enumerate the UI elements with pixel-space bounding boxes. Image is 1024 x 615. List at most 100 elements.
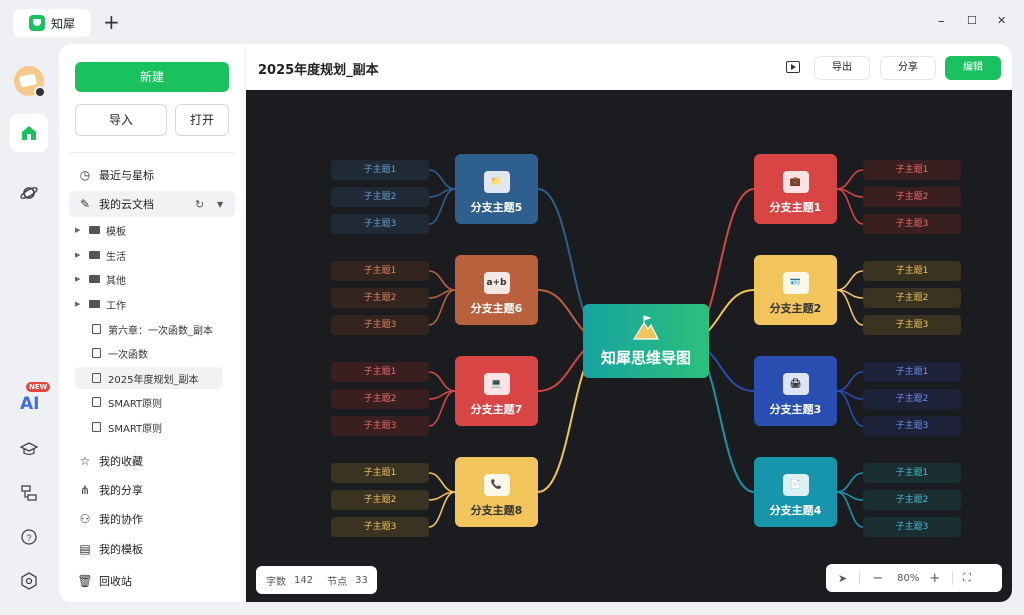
star-icon: ☆ xyxy=(79,454,91,468)
subtopic[interactable]: 子主题1 xyxy=(863,160,961,180)
nav-favorites-label: 我的收藏 xyxy=(99,455,143,468)
tree-doc[interactable]: SMART原则 xyxy=(75,416,225,438)
subtopic[interactable]: 子主题1 xyxy=(863,362,961,382)
branch-topic-1[interactable]: 💼分支主题1 xyxy=(754,154,837,224)
maximize-button[interactable]: ☐ xyxy=(967,14,977,27)
share-button[interactable]: 分享 xyxy=(880,56,936,80)
structure-button[interactable] xyxy=(10,474,48,512)
learn-button[interactable] xyxy=(10,430,48,468)
home-button[interactable] xyxy=(10,114,48,152)
tree-folder[interactable]: ▶生活 xyxy=(75,244,225,266)
subtopic[interactable]: 子主题2 xyxy=(331,389,429,409)
branch-topic-label: 分支主题5 xyxy=(470,201,523,214)
subtopic[interactable]: 子主题3 xyxy=(331,517,429,537)
subtopic[interactable]: 子主题2 xyxy=(863,187,961,207)
subtopic-link xyxy=(836,270,864,291)
subtopic-link xyxy=(428,390,456,427)
document-icon xyxy=(92,373,101,383)
zoom-in-button[interactable]: + xyxy=(929,570,941,586)
branch-topic-7[interactable]: 💻分支主题7 xyxy=(455,356,538,426)
explore-button[interactable] xyxy=(10,174,48,212)
document-title[interactable]: 2025年度规划_副本 xyxy=(258,63,379,78)
export-button[interactable]: 导出 xyxy=(814,56,870,80)
tree-doc[interactable]: 一次函数 xyxy=(75,342,225,364)
mindmap-canvas[interactable]: 知犀思维导图 💼分支主题1 子主题1 子主题2 子主题3 🪪分支主题2 子主题1 子主题2 子… xyxy=(246,90,1012,602)
close-button[interactable]: ✕ xyxy=(997,14,1007,27)
chevron-down-icon[interactable]: ▼ xyxy=(217,199,224,209)
printer-icon: 🖨 xyxy=(782,373,809,395)
blackboard-icon: a+b xyxy=(483,272,510,294)
zoom-out-button[interactable]: − xyxy=(872,570,884,586)
nav-recent[interactable]: ◷最近与星标 xyxy=(69,162,235,188)
subtopic[interactable]: 子主题1 xyxy=(863,261,961,281)
subtopic[interactable]: 子主题3 xyxy=(863,315,961,335)
tree-doc-active[interactable]: 2025年度规划_副本 xyxy=(75,367,223,389)
subtopic[interactable]: 子主题2 xyxy=(331,288,429,308)
caret-right-icon: ▶ xyxy=(75,226,81,234)
open-button[interactable]: 打开 xyxy=(175,104,229,136)
subtopic[interactable]: 子主题3 xyxy=(863,214,961,234)
subtopic[interactable]: 子主题1 xyxy=(331,160,429,180)
add-tab-button[interactable]: + xyxy=(103,10,120,34)
new-button[interactable]: 新建 xyxy=(75,62,229,92)
branch-topic-3[interactable]: 🖨分支主题3 xyxy=(754,356,837,426)
branch-topic-8[interactable]: 📞 分支主题8 xyxy=(455,457,538,527)
locate-icon[interactable]: ➤ xyxy=(838,571,848,585)
tree-label: 模板 xyxy=(106,226,126,238)
tree-doc[interactable]: 第六章：一次函数_副本 xyxy=(75,318,225,340)
ai-button[interactable]: NEW AI xyxy=(10,380,51,424)
settings-button[interactable] xyxy=(10,562,48,600)
branch-topic-2[interactable]: 🪪分支主题2 xyxy=(754,255,837,325)
subtopic[interactable]: 子主题2 xyxy=(331,490,429,510)
clock-icon: ◷ xyxy=(79,168,91,182)
phone-icon: 📞 xyxy=(483,474,510,496)
nav-trash[interactable]: 🗑回收站 xyxy=(69,568,235,594)
subtopic[interactable]: 子主题2 xyxy=(863,490,961,510)
new-badge: NEW xyxy=(26,382,51,392)
import-button[interactable]: 导入 xyxy=(75,104,167,136)
subtopic[interactable]: 子主题1 xyxy=(863,463,961,483)
nav-shares[interactable]: ⋔我的分享 xyxy=(69,477,235,503)
template-icon: ▤ xyxy=(79,542,91,556)
tree-label: 第六章：一次函数_副本 xyxy=(108,325,213,337)
subtopic[interactable]: 子主题1 xyxy=(331,261,429,281)
subtopic[interactable]: 子主题2 xyxy=(331,187,429,207)
pen-icon: ✎ xyxy=(79,197,91,211)
subtopic[interactable]: 子主题1 xyxy=(331,362,429,382)
subtopic[interactable]: 子主题3 xyxy=(331,315,429,335)
central-topic[interactable]: 知犀思维导图 xyxy=(583,304,709,378)
subtopic[interactable]: 子主题3 xyxy=(863,416,961,436)
nav-collab[interactable]: ⚇我的协作 xyxy=(69,506,235,532)
nav-cloud-docs[interactable]: ✎我的云文档 ↻ ▼ xyxy=(69,191,235,217)
settings-icon xyxy=(21,572,37,590)
tree-folder[interactable]: ▶ 模板 xyxy=(75,219,225,241)
tree-doc[interactable]: SMART原则 xyxy=(75,391,225,413)
branch-topic-5[interactable]: 📁分支主题5 xyxy=(455,154,538,224)
subtopic[interactable]: 子主题2 xyxy=(863,288,961,308)
user-avatar[interactable] xyxy=(10,62,48,100)
tree-folder[interactable]: ▶工作 xyxy=(75,293,225,315)
branch-topic-label: 分支主题6 xyxy=(470,302,523,315)
nav-templates[interactable]: ▤我的模板 xyxy=(69,536,235,562)
edit-button[interactable]: 编辑 xyxy=(945,56,1001,80)
subtopic[interactable]: 子主题3 xyxy=(331,416,429,436)
app-tab[interactable]: 知犀 xyxy=(13,9,91,37)
subtopic[interactable]: 子主题3 xyxy=(331,214,429,234)
minimize-button[interactable]: – xyxy=(938,14,945,29)
branch-topic-4[interactable]: 📄分支主题4 xyxy=(754,457,837,527)
tree-folder[interactable]: ▶其他 xyxy=(75,268,225,290)
node-count-label: 节点 xyxy=(327,576,348,588)
fullscreen-icon[interactable]: ⛶ xyxy=(963,571,971,584)
subtopic-link xyxy=(836,371,864,392)
subtopic-link xyxy=(428,169,456,190)
subtopic[interactable]: 子主题2 xyxy=(863,389,961,409)
nav-favorites[interactable]: ☆ 我的收藏 xyxy=(69,448,235,474)
tree-label: 一次函数 xyxy=(108,349,148,361)
help-button[interactable]: ? xyxy=(10,518,48,556)
branch-topic-6[interactable]: a+b 分支主题6 xyxy=(455,255,538,325)
refresh-icon[interactable]: ↻ xyxy=(195,197,205,211)
subtopic[interactable]: 子主题1 xyxy=(331,463,429,483)
subtopic[interactable]: 子主题3 xyxy=(863,517,961,537)
present-icon[interactable] xyxy=(786,61,800,73)
branch-topic-label: 分支主题8 xyxy=(470,504,523,517)
